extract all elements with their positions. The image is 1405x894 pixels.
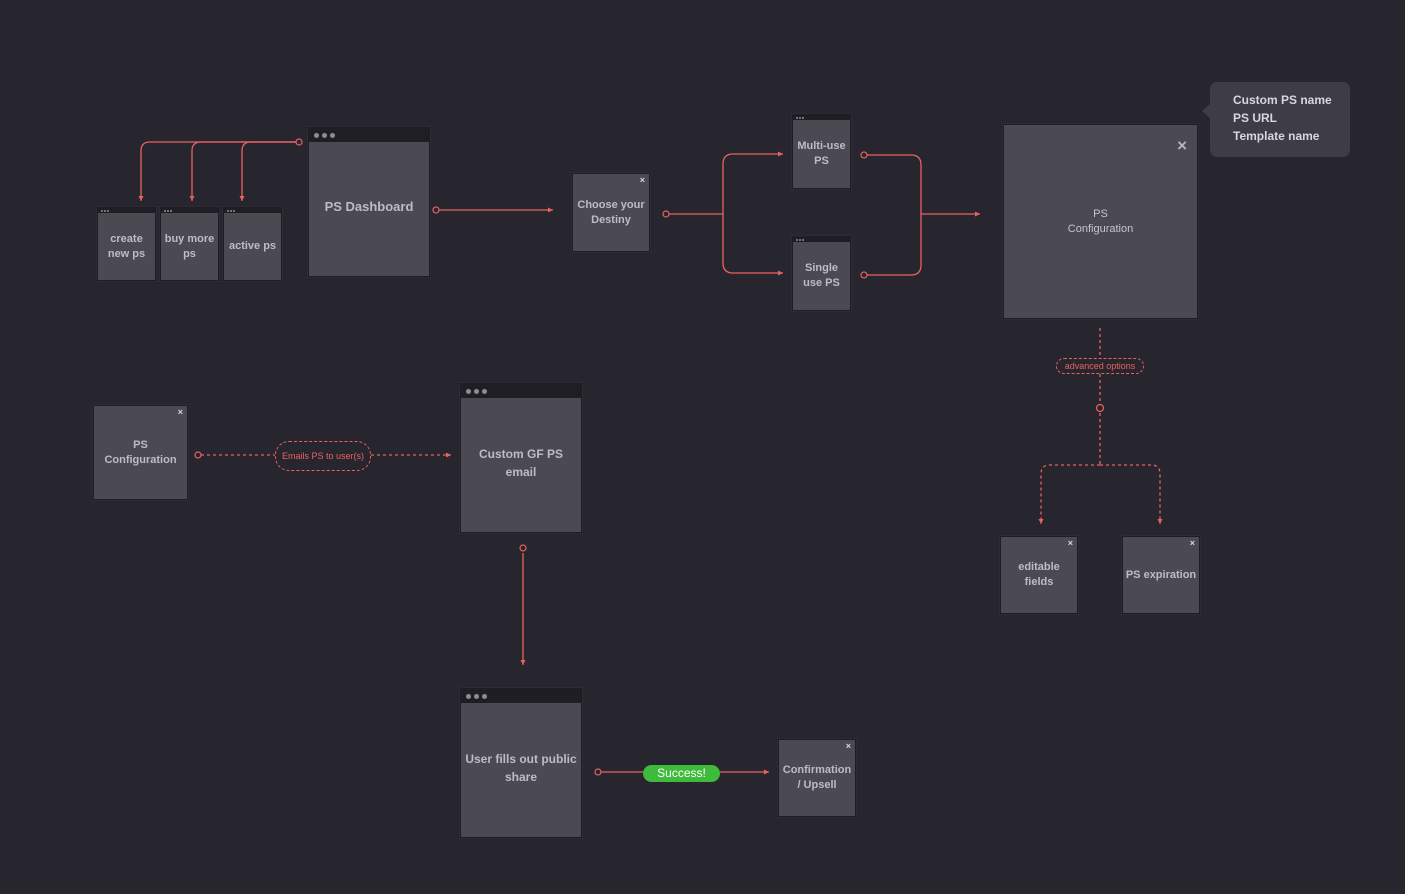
ps-configuration-small-node[interactable]: × PS Configuration <box>93 405 188 500</box>
close-icon[interactable]: × <box>1189 538 1195 548</box>
editable-fields-label: editable fields <box>1018 561 1060 588</box>
close-icon[interactable]: × <box>1177 136 1187 155</box>
emails-ps-label: Emails PS to user(s) <box>275 441 371 471</box>
connector-origin-dot <box>194 451 202 459</box>
window-dots-icon <box>793 115 850 120</box>
success-badge: Success! <box>643 765 720 782</box>
multi-use-ps-node[interactable]: Multi-use PS <box>792 114 851 189</box>
connector-dashboard-create <box>138 141 299 201</box>
window-dots-icon <box>98 208 155 213</box>
connector-dashboard-active <box>239 141 299 201</box>
connector-single-config <box>864 214 922 276</box>
create-new-ps-node[interactable]: create new ps <box>97 207 156 281</box>
window-dots-icon <box>461 689 581 703</box>
connector-destiny-multi <box>666 151 783 215</box>
confirmation-upsell-label: Confirmation / Upsell <box>782 764 852 791</box>
close-icon[interactable]: × <box>177 407 183 417</box>
user-fills-out-label: User fills out public share <box>465 752 577 784</box>
choose-destiny-label: Choose your Destiny <box>577 198 645 226</box>
connector-multi-config <box>864 154 922 214</box>
user-fills-out-node[interactable]: User fills out public share <box>460 688 582 838</box>
connector-split-editable <box>1038 464 1100 524</box>
ps-configuration-main-node[interactable]: × PS Configuration <box>1003 124 1198 319</box>
single-use-ps-node[interactable]: Single use PS <box>792 236 851 311</box>
connector-destiny-single <box>722 214 783 276</box>
window-dots-icon <box>224 208 281 213</box>
tooltip-line-ps-url: PS URL <box>1233 111 1278 125</box>
connector-origin-dot <box>860 151 868 159</box>
tooltip-line-custom-ps-name: Custom PS name <box>1233 93 1332 107</box>
buy-more-ps-node[interactable]: buy more ps <box>160 207 219 281</box>
choose-destiny-node[interactable]: × Choose your Destiny <box>572 173 650 252</box>
tooltip-line-template-name: Template name <box>1233 129 1320 143</box>
window-dots-icon <box>309 128 429 142</box>
connector-origin-dot <box>432 206 440 214</box>
window-dots-icon <box>461 384 581 398</box>
single-use-ps-label: Single use PS <box>803 262 840 289</box>
confirmation-upsell-node[interactable]: × Confirmation / Upsell <box>778 739 856 817</box>
configuration-tooltip: Custom PS name PS URL Template name <box>1202 82 1350 157</box>
advanced-options-label: advanced options <box>1056 358 1144 374</box>
custom-gf-ps-email-node[interactable]: Custom GF PS email <box>460 383 582 533</box>
connector-dashboard-buy <box>189 141 299 201</box>
close-icon[interactable]: × <box>845 741 851 751</box>
multi-use-ps-label: Multi-use PS <box>797 140 846 167</box>
connector-origin-dot <box>594 768 602 776</box>
ps-configuration-small-label: PS Configuration <box>104 438 177 466</box>
connector-split-expiration <box>1100 464 1163 524</box>
close-icon[interactable]: × <box>1067 538 1073 548</box>
ps-expiration-label: PS expiration <box>1125 568 1197 581</box>
ps-configuration-main-label: PS Configuration <box>1067 207 1134 235</box>
close-icon[interactable]: × <box>639 175 645 185</box>
connector-origin-dot <box>662 210 670 218</box>
buy-more-ps-label: buy more ps <box>164 232 215 260</box>
connector-origin-dot <box>1095 403 1105 413</box>
ps-dashboard-label: PS Dashboard <box>324 199 414 214</box>
connector-origin-dot <box>860 271 868 279</box>
window-dots-icon <box>161 208 218 213</box>
window-dots-icon <box>793 237 850 242</box>
active-ps-node[interactable]: active ps <box>223 207 282 281</box>
active-ps-label: active ps <box>228 240 277 252</box>
connector-origin-dot <box>295 138 303 146</box>
ps-expiration-node[interactable]: × PS expiration <box>1122 536 1200 614</box>
create-new-ps-label: create new ps <box>107 232 146 260</box>
editable-fields-node[interactable]: × editable fields <box>1000 536 1078 614</box>
connector-origin-dot <box>519 544 527 552</box>
custom-gf-ps-email-label: Custom GF PS email <box>478 447 563 479</box>
ps-dashboard-node[interactable]: PS Dashboard <box>308 127 430 277</box>
